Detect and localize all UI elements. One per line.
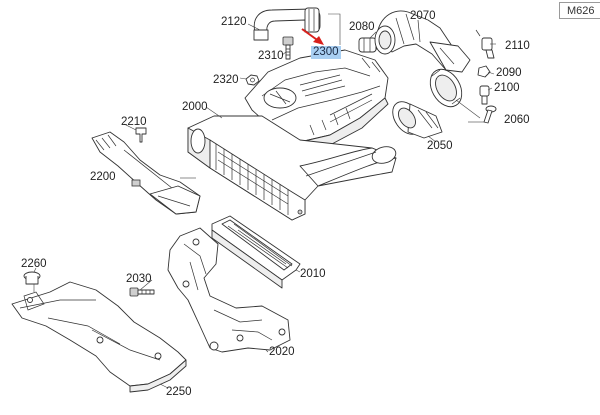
part-2260-plug[interactable] — [23, 271, 41, 292]
callout-2060[interactable]: 2060 — [504, 114, 530, 126]
part-2110-fitting[interactable] — [475, 29, 495, 59]
callout-2300[interactable]: 2300 — [311, 46, 341, 59]
part-2200-intake-duct[interactable] — [91, 131, 201, 215]
callout-2110[interactable]: 2110 — [505, 40, 530, 52]
part-2010-filter-element[interactable] — [211, 215, 301, 289]
callout-2000[interactable]: 2000 — [182, 101, 208, 113]
pointer-arrow — [301, 28, 324, 45]
callout-2030[interactable]: 2030 — [126, 273, 152, 285]
part-2310-bolt[interactable] — [282, 36, 294, 60]
callout-2090[interactable]: 2090 — [496, 67, 522, 79]
model-code-text: M626 — [567, 5, 595, 17]
leader-lines — [33, 23, 496, 389]
model-code-box: M626 — [559, 2, 600, 19]
callout-2050[interactable]: 2050 — [427, 140, 453, 152]
callout-2250[interactable]: 2250 — [166, 386, 192, 398]
part-2210-clip[interactable] — [135, 127, 147, 143]
part-2030-bolt[interactable] — [129, 287, 155, 297]
callout-2310[interactable]: 2310 — [258, 50, 284, 62]
callout-2260[interactable]: 2260 — [21, 258, 47, 270]
callout-2210[interactable]: 2210 — [121, 116, 147, 128]
part-2070-clamp-ring[interactable] — [424, 64, 481, 119]
part-2020-bracket[interactable] — [167, 227, 291, 353]
callout-2020[interactable]: 2020 — [269, 346, 295, 358]
part-2060-bolt[interactable] — [468, 105, 497, 124]
part-2300-engine-cover[interactable] — [244, 49, 389, 151]
callout-2320[interactable]: 2320 — [213, 74, 239, 86]
callout-2010[interactable]: 2010 — [300, 268, 326, 280]
part-2320-nut[interactable] — [245, 74, 260, 86]
callout-2120[interactable]: 2120 — [221, 16, 247, 28]
callout-2200[interactable]: 2200 — [90, 171, 116, 183]
part-2000-filter-housing[interactable] — [187, 115, 398, 221]
part-2250-lower-panel[interactable] — [11, 281, 187, 393]
part-2090-clip[interactable] — [477, 65, 491, 78]
callout-2070[interactable]: 2070 — [410, 10, 436, 22]
callout-2100[interactable]: 2100 — [494, 82, 520, 94]
part-2050-adapter[interactable] — [387, 96, 443, 143]
callout-2080[interactable]: 2080 — [349, 21, 375, 33]
part-2120-hose[interactable] — [253, 7, 341, 45]
part-2100-plug[interactable] — [479, 85, 490, 105]
part-2070-charge-pipe[interactable] — [374, 10, 471, 73]
